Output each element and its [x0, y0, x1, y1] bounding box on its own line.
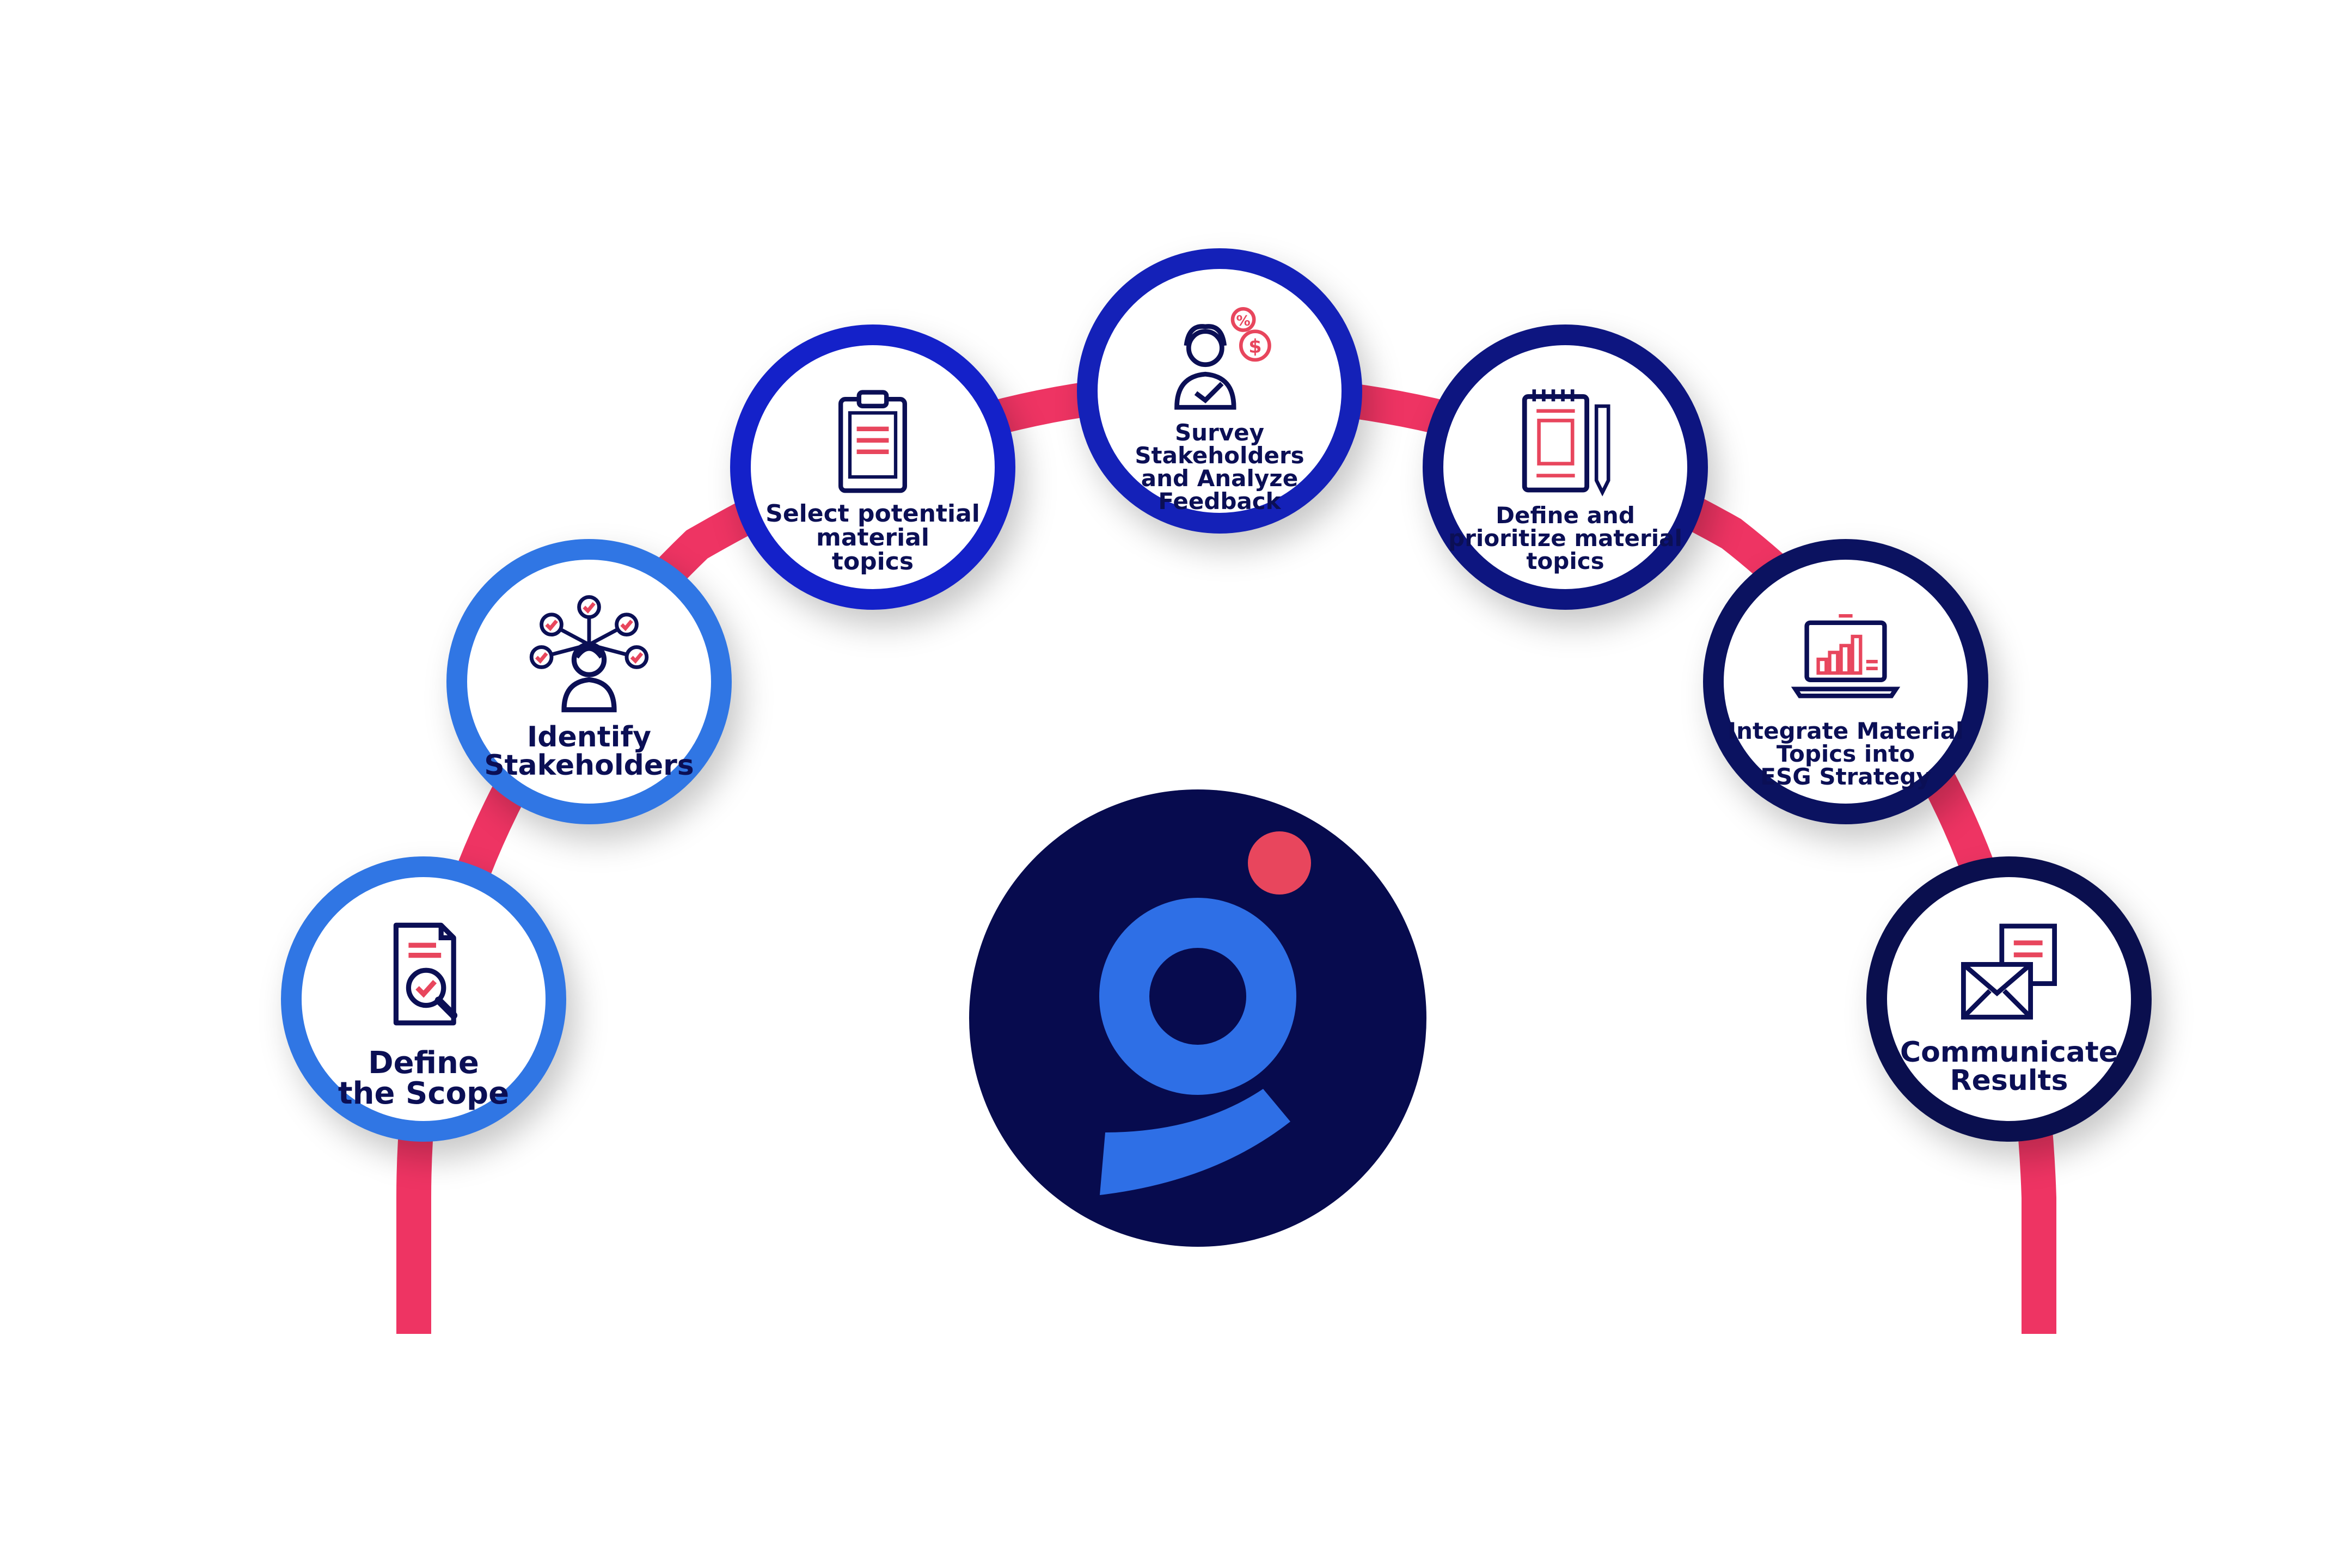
step-label: Define and prioritize material topics [1448, 502, 1682, 574]
envelope-document-icon [1961, 923, 2057, 1020]
notepad-pencil-icon [1522, 389, 1610, 497]
brand-logo-icon [969, 789, 1426, 1247]
survey-person-icon: $ % [1174, 307, 1271, 410]
svg-text:$: $ [1248, 336, 1261, 358]
stakeholder-network-icon [529, 595, 649, 713]
document-search-icon [393, 922, 458, 1026]
step-integrate-esg: Integrate Material Topics into ESG Strat… [1703, 539, 1988, 824]
step-prioritize-topics: Define and prioritize material topics [1423, 324, 1708, 610]
step-select-topics: Select potential material topics [730, 324, 1015, 610]
svg-text:%: % [1236, 313, 1250, 329]
step-communicate-results: Communicate Results [1866, 856, 2152, 1142]
step-label: Identify Stakeholders [484, 721, 694, 782]
clipboard-icon [838, 390, 907, 493]
laptop-chart-icon [1791, 614, 1901, 699]
step-survey-stakeholders: $ % Survey Stakeholders and Analyze Feed… [1077, 248, 1362, 534]
step-identify-stakeholders: Identify Stakeholders [446, 539, 732, 824]
step-label: Select potential material topics [765, 500, 980, 575]
step-label: Define the Scope [338, 1045, 510, 1111]
step-label: Survey Stakeholders and Analyze Feedback [1135, 419, 1304, 514]
step-label: Integrate Material Topics into ESG Strat… [1728, 718, 1964, 790]
step-label: Communicate Results [1900, 1036, 2118, 1097]
step-define-scope: Define the Scope [281, 856, 566, 1142]
